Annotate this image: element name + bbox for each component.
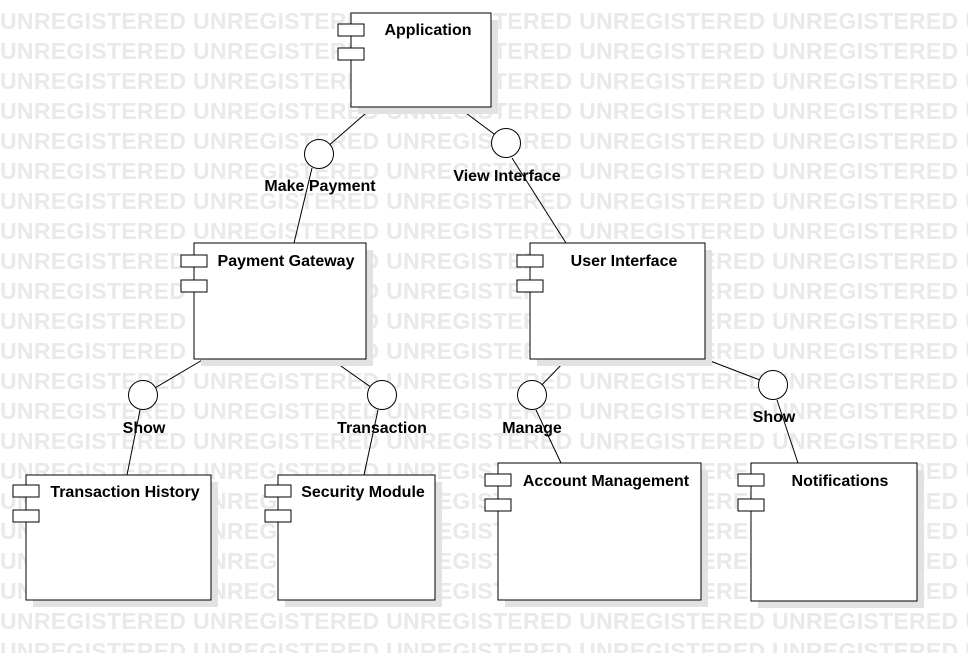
component-label: Account Management — [523, 473, 690, 490]
component-application[interactable]: Application — [337, 12, 498, 114]
component-box — [497, 462, 702, 601]
component-notifications[interactable]: Notifications — [737, 462, 924, 608]
component-box — [529, 242, 706, 360]
interface-label: Manage — [502, 420, 562, 437]
component-account-management[interactable]: Account Management — [484, 462, 708, 607]
interface-transaction[interactable]: Transaction — [337, 380, 427, 438]
component-port-icon — [180, 254, 208, 268]
interface-lollipop-icon — [304, 139, 334, 169]
interface-manage[interactable]: Manage — [502, 380, 562, 438]
interface-show-notifications[interactable]: Show — [753, 370, 796, 427]
component-box — [25, 474, 212, 601]
interface-lollipop-icon — [367, 380, 397, 410]
component-box — [750, 462, 918, 602]
connector-make-payment-payment-gateway — [293, 167, 313, 244]
component-label: Transaction History — [50, 484, 199, 501]
interface-view-interface[interactable]: View Interface — [453, 128, 561, 186]
component-port-icon — [264, 484, 292, 498]
interface-lollipop-icon — [517, 380, 547, 410]
component-port-icon — [516, 254, 544, 268]
interface-label: Show — [753, 409, 796, 426]
connector-view-interface-user-interface — [511, 157, 567, 244]
component-port-icon — [12, 509, 40, 523]
component-user-interface[interactable]: User Interface — [516, 242, 712, 366]
component-security-module[interactable]: Security Module — [264, 474, 442, 607]
component-label: Security Module — [301, 484, 425, 501]
component-port-icon — [516, 279, 544, 293]
interface-lollipop-icon — [491, 128, 521, 158]
component-box — [350, 12, 492, 108]
interface-show-history[interactable]: Show — [123, 380, 166, 438]
component-label: Payment Gateway — [218, 253, 355, 270]
component-label: User Interface — [571, 253, 678, 270]
interface-lollipop-icon — [758, 370, 788, 400]
component-box — [193, 242, 367, 360]
component-box — [277, 474, 436, 601]
component-port-icon — [337, 23, 365, 37]
interface-label: Transaction — [337, 420, 427, 437]
connector-transaction-security-module — [363, 409, 379, 476]
component-port-icon — [484, 498, 512, 512]
connector-manage-account-management — [535, 409, 562, 464]
interface-label: Make Payment — [264, 178, 376, 195]
component-port-icon — [337, 47, 365, 61]
component-label: Application — [384, 22, 471, 39]
component-label: Notifications — [792, 473, 889, 490]
component-transaction-history[interactable]: Transaction History — [12, 474, 218, 607]
connector-show-transaction-history — [126, 409, 141, 476]
component-port-icon — [737, 473, 765, 487]
component-payment-gateway[interactable]: Payment Gateway — [180, 242, 373, 366]
interface-label: View Interface — [453, 168, 560, 185]
component-port-icon — [180, 279, 208, 293]
component-port-icon — [12, 484, 40, 498]
interface-make-payment[interactable]: Make Payment — [264, 139, 376, 196]
component-port-icon — [737, 498, 765, 512]
component-port-icon — [484, 473, 512, 487]
interface-lollipop-icon — [128, 380, 158, 410]
component-port-icon — [264, 509, 292, 523]
interface-label: Show — [123, 420, 166, 437]
connector-show-notifications — [776, 399, 799, 464]
